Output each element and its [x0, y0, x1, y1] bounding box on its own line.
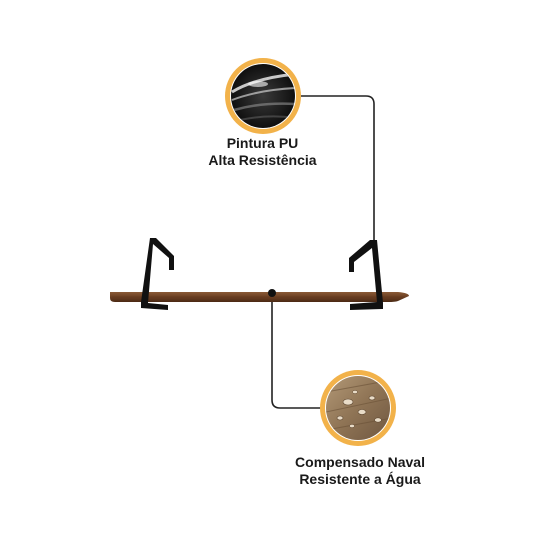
callout-naval-line2: Resistente a Água — [299, 471, 421, 487]
left-metal-bracket — [141, 238, 174, 310]
water-droplets-wood-icon — [320, 370, 396, 446]
callout-label-pintura-pu: Pintura PU Alta Resistência — [190, 135, 335, 169]
screw-icon — [268, 289, 276, 297]
leader-line-pu — [301, 95, 375, 243]
callout-naval-line1: Compensado Naval — [295, 454, 425, 470]
leader-line-naval — [271, 296, 321, 409]
right-metal-bracket — [349, 240, 383, 310]
callout-label-compensado-naval: Compensado Naval Resistente a Água — [280, 454, 440, 488]
callout-pu-line2: Alta Resistência — [208, 152, 317, 168]
black-glossy-paint-icon — [225, 58, 301, 134]
callout-pu-line1: Pintura PU — [226, 135, 299, 151]
